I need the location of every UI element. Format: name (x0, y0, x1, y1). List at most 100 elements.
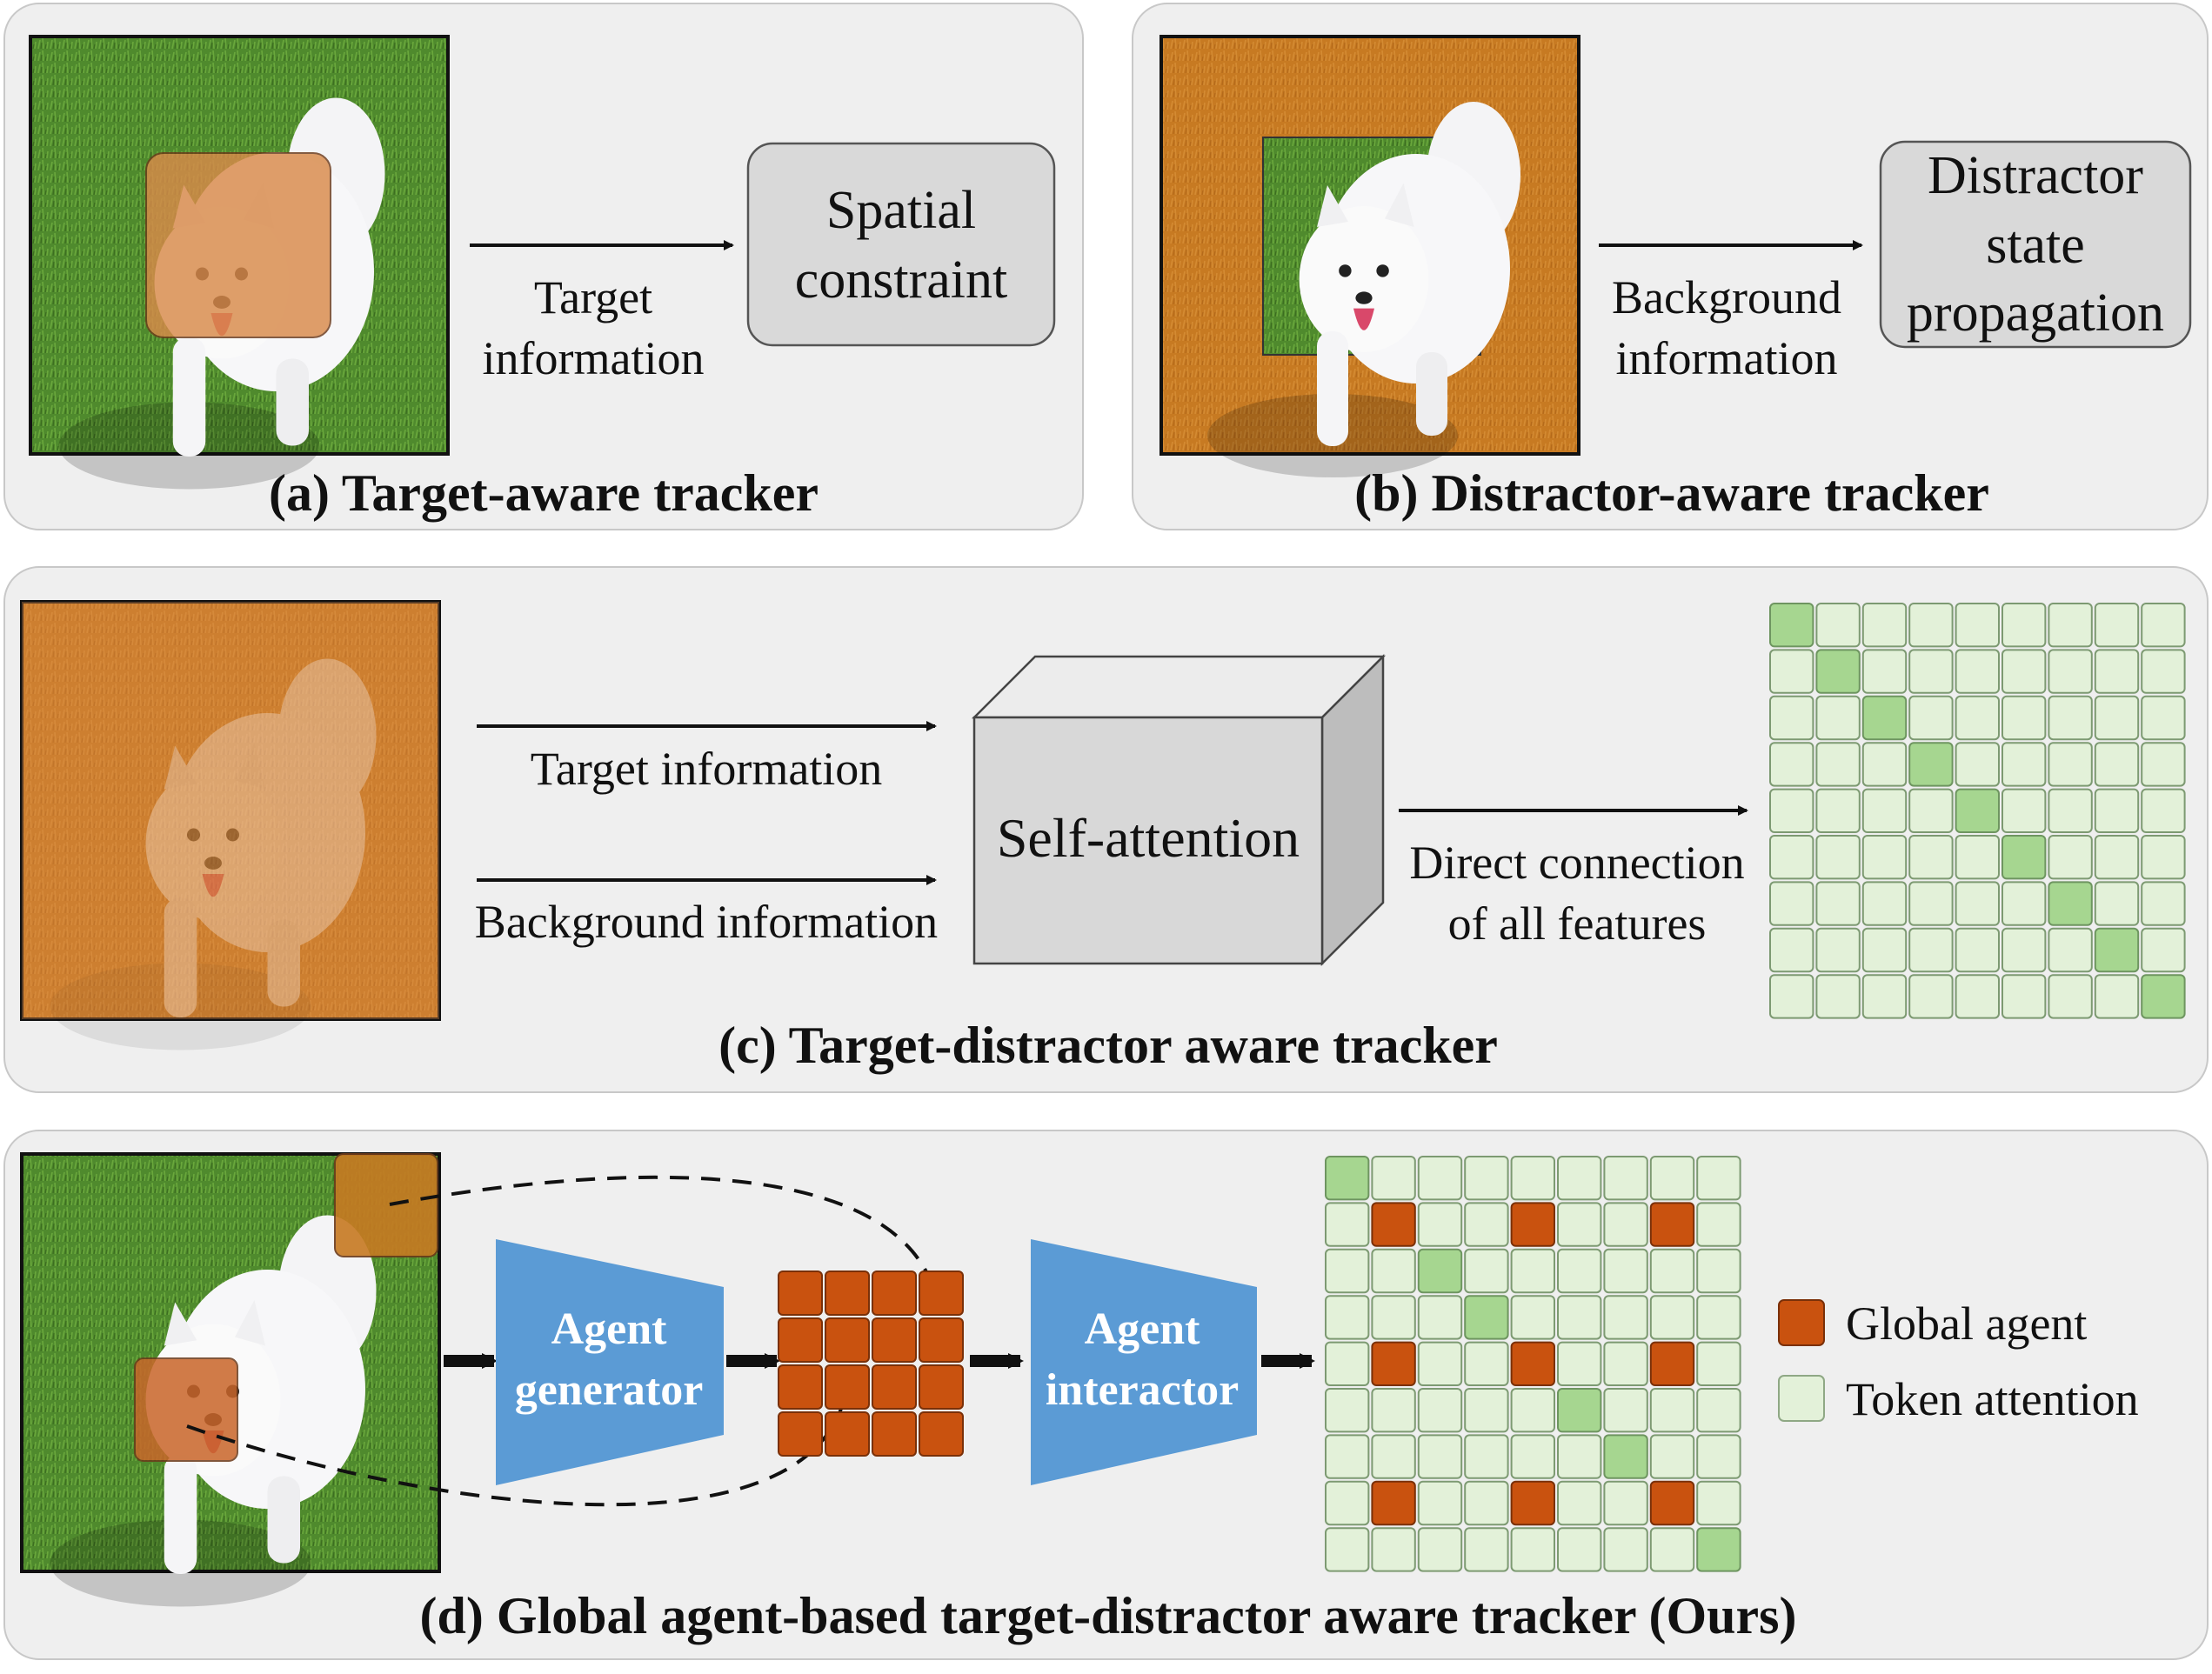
attention-cell (825, 1411, 870, 1457)
attention-cell (1464, 1341, 1509, 1386)
attention-cell (1464, 1248, 1509, 1294)
attention-cell (1649, 1480, 1695, 1526)
attention-cell (1510, 1248, 1555, 1294)
attention-cell (1325, 1156, 1370, 1201)
attention-cell (2001, 974, 2047, 1019)
box-line3: propagation (1907, 283, 2164, 343)
attention-cell (1557, 1248, 1602, 1294)
attention-cell (1861, 881, 1908, 926)
attention-cell (1325, 1434, 1370, 1479)
attention-cell (2094, 603, 2140, 648)
attention-cell (1325, 1480, 1370, 1526)
generator-line2: generator (515, 1365, 704, 1415)
input-label-target: Target information (531, 743, 883, 795)
attention-cell (1371, 1341, 1416, 1386)
attention-cell (1557, 1341, 1602, 1386)
attention-cell (825, 1317, 870, 1363)
attention-cell (1325, 1295, 1370, 1340)
attention-cell (1649, 1341, 1695, 1386)
legend-token-attention: Token attention (1846, 1373, 2139, 1425)
attention-cell (1371, 1434, 1416, 1479)
attention-cell (1325, 1388, 1370, 1433)
attention-cell (1464, 1527, 1509, 1572)
attention-cell (1769, 742, 1814, 787)
attention-cell (1815, 603, 1861, 648)
attention-cell (1769, 603, 1814, 648)
attention-cell (2094, 927, 2140, 973)
attention-cell (2094, 695, 2140, 741)
attention-cell (1371, 1156, 1416, 1201)
attention-cell (1815, 881, 1861, 926)
attention-cell (872, 1271, 917, 1316)
panel-title: (d) Global agent-based target-distractor… (419, 1587, 1796, 1644)
attention-cell (1955, 835, 2001, 880)
box-line1: Distractor (1928, 146, 2143, 205)
attention-cell (2001, 649, 2047, 694)
attention-cell (2048, 974, 2093, 1019)
attention-cell (1557, 1295, 1602, 1340)
dog-photo (29, 35, 450, 490)
attention-cell (2001, 881, 2047, 926)
attention-cell (1861, 835, 1908, 880)
attention-cell (2141, 835, 2186, 880)
attention-cell (1815, 649, 1861, 694)
attention-cell (1510, 1388, 1555, 1433)
attention-cell (1769, 695, 1814, 741)
attention-cell (1815, 742, 1861, 787)
attention-cell (1464, 1434, 1509, 1479)
attention-cell (1464, 1295, 1509, 1340)
attention-cell (1696, 1202, 1741, 1247)
attention-cell (1510, 1202, 1555, 1247)
attention-cell (778, 1317, 823, 1363)
attention-cell (1908, 788, 1954, 833)
attention-cell (2001, 603, 2047, 648)
attention-cell (1325, 1527, 1370, 1572)
attention-cell (1603, 1480, 1648, 1526)
attention-cell (1417, 1388, 1463, 1433)
attention-cell (1557, 1527, 1602, 1572)
attention-cell (919, 1364, 964, 1410)
attention-cell (1861, 649, 1908, 694)
attention-cell (1649, 1295, 1695, 1340)
attention-cell (1696, 1434, 1741, 1479)
attention-cell (1815, 974, 1861, 1019)
box-line1: Spatial (826, 181, 976, 240)
attention-cell (1510, 1434, 1555, 1479)
attention-cell (2048, 742, 2093, 787)
attention-cell (1417, 1156, 1463, 1201)
attention-cell (2048, 649, 2093, 694)
attention-cell (1861, 742, 1908, 787)
attention-cell (1955, 695, 2001, 741)
attention-cell (2141, 788, 2186, 833)
attention-cell (2141, 927, 2186, 973)
attention-cell (1908, 649, 1954, 694)
attention-cell (2001, 788, 2047, 833)
attention-cell (1371, 1295, 1416, 1340)
panel-title: (c) Target-distractor aware tracker (718, 1017, 1498, 1074)
attention-cell (1649, 1527, 1695, 1572)
attention-cell (1464, 1388, 1509, 1433)
attention-cell (778, 1364, 823, 1410)
attention-cell (2094, 788, 2140, 833)
dog-photo (1159, 35, 1580, 477)
attention-cell (1417, 1295, 1463, 1340)
attention-cell (2048, 603, 2093, 648)
attention-cell (1769, 788, 1814, 833)
attention-cell (1417, 1480, 1463, 1526)
attention-cell (1696, 1248, 1741, 1294)
attention-cell (2141, 695, 2186, 741)
output-label-line2: of all features (1448, 897, 1707, 950)
interactor-line1: Agent (1085, 1304, 1201, 1354)
panel-c: Target information Background informatio… (3, 566, 2209, 1093)
attention-cell (1557, 1388, 1602, 1433)
target-region (134, 1357, 238, 1462)
attention-cell (1955, 603, 2001, 648)
distractor-propagation-box (1879, 140, 2192, 349)
panel-a: Target information Spatial constraint (a… (3, 3, 1084, 530)
attention-cell (1815, 695, 1861, 741)
attention-cell (1649, 1156, 1695, 1201)
attention-cell (1325, 1248, 1370, 1294)
attention-cell (1908, 835, 1954, 880)
attention-cell (2141, 603, 2186, 648)
attention-cell (1510, 1341, 1555, 1386)
